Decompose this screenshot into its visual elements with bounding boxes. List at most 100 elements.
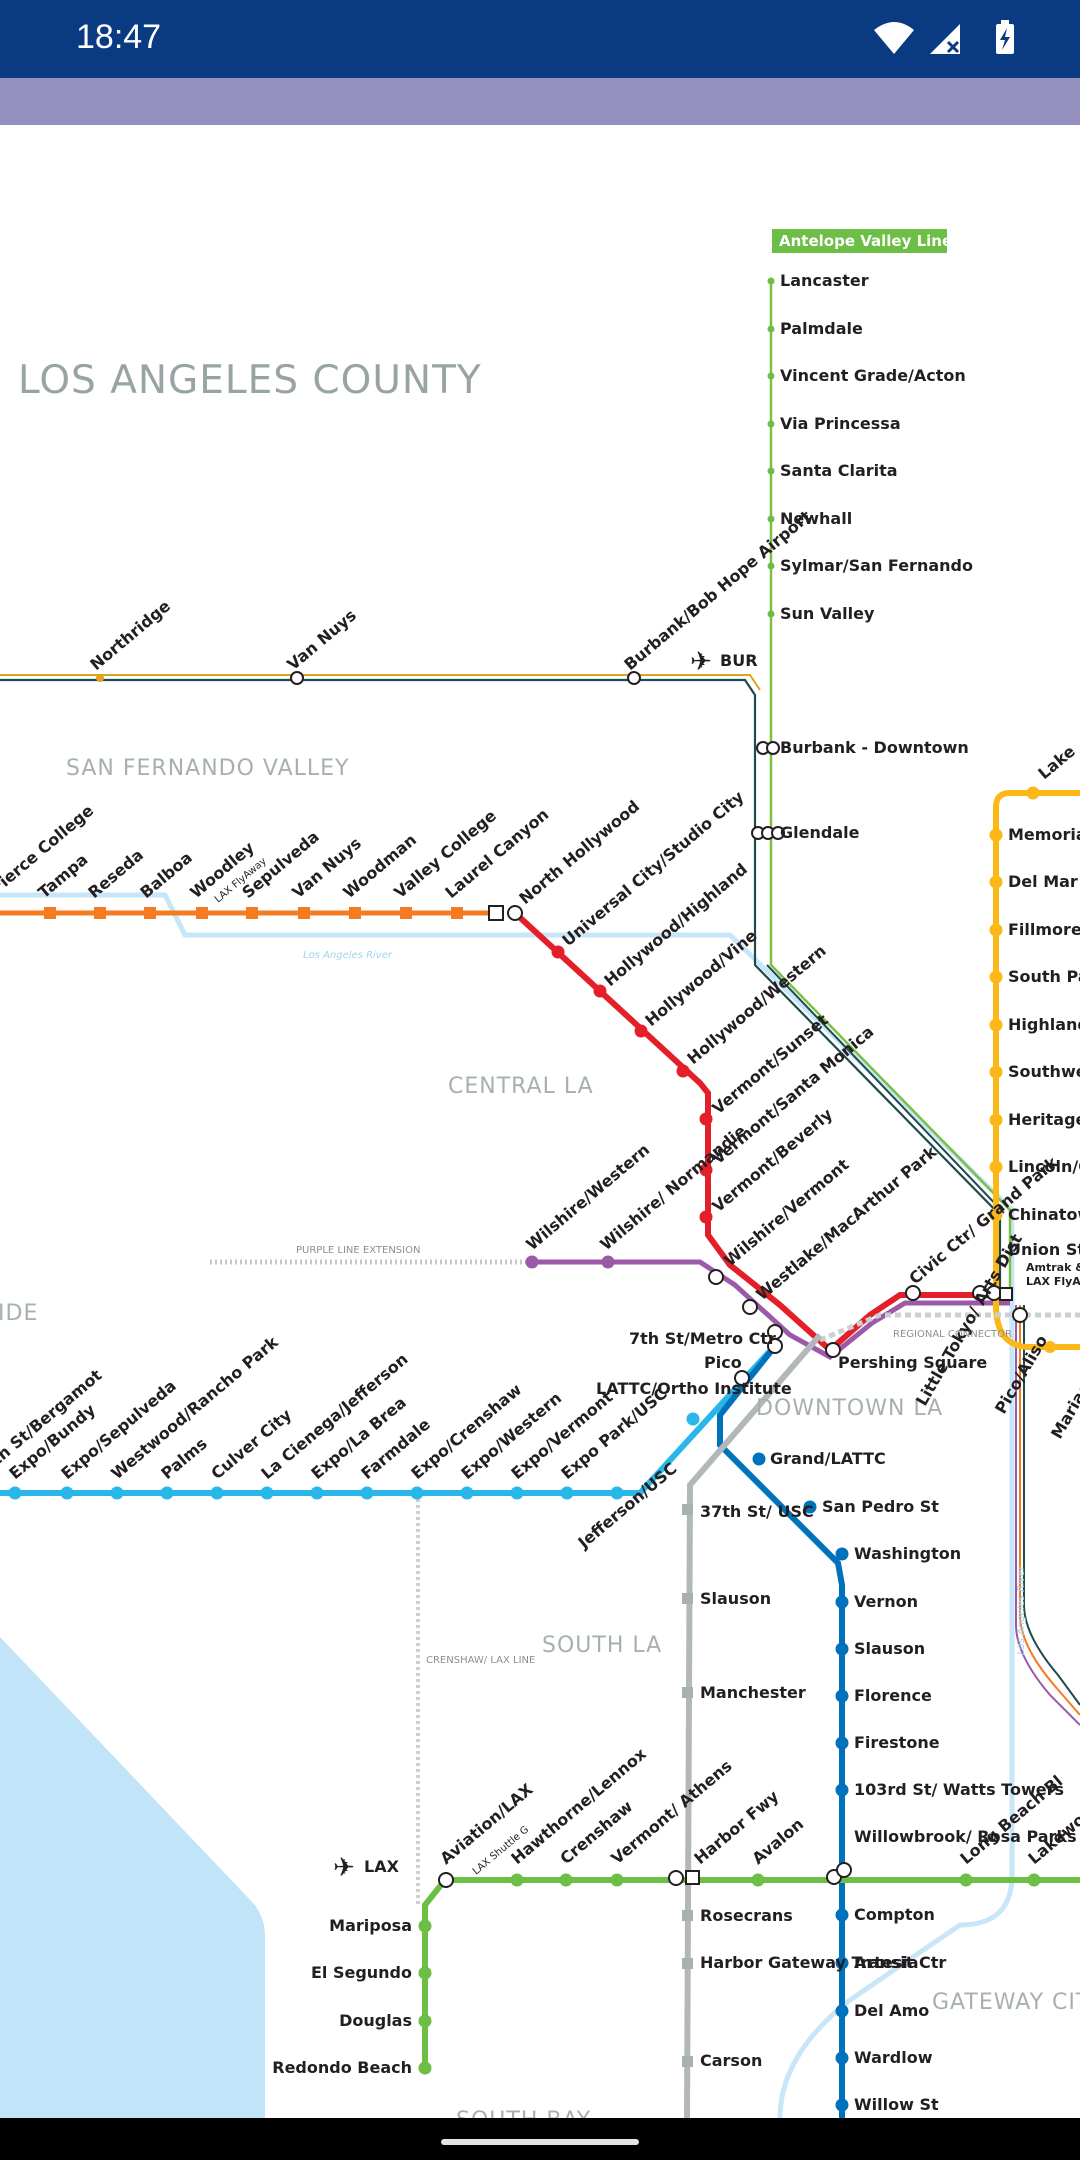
station-south-pasadena[interactable]: South Pasadena (1008, 967, 1080, 986)
metrolink-line-4 (1019, 1305, 1080, 1716)
station-northridge[interactable]: Northridge (86, 596, 174, 674)
station-grand-lattc[interactable]: Grand/LATTC (770, 1449, 886, 1468)
station-rosecrans[interactable]: Rosecrans (700, 1906, 793, 1925)
station-van-nuys-metrolink[interactable]: Van Nuys (283, 606, 360, 675)
station-glendale[interactable]: Glendale (780, 823, 860, 842)
region-downtown: DOWNTOWN LA (756, 1396, 943, 1421)
region-westside: WESTSIDE (0, 1301, 38, 1326)
station-lincoln[interactable]: Lincoln/Cypress (1008, 1157, 1080, 1176)
station-wilshire-vermont[interactable]: Wilshire/Vermont (720, 1155, 852, 1270)
station-compton[interactable]: Compton (854, 1905, 935, 1924)
station-artesia[interactable]: Artesia (854, 1953, 919, 1972)
county-title: LOS ANGELES COUNTY (18, 358, 482, 403)
station-firestone[interactable]: Firestone (854, 1733, 940, 1752)
station-lattc[interactable]: LATTC/Ortho Institute (596, 1379, 792, 1398)
station-florence[interactable]: Florence (854, 1686, 932, 1705)
metrolink-ventura-line-gold (0, 674, 761, 691)
station-redondo[interactable]: Redondo Beach (272, 2058, 412, 2077)
station-el-segundo[interactable]: El Segundo (311, 1963, 412, 1982)
note-purple-extension: PURPLE LINE EXTENSION (296, 1245, 420, 1256)
station-via-princessa[interactable]: Via Princessa (780, 414, 901, 433)
station-heritage-square[interactable]: Heritage Square (1008, 1110, 1080, 1129)
station-highland-park[interactable]: Highland Park (1008, 1015, 1080, 1034)
station-palmdale[interactable]: Palmdale (780, 319, 863, 338)
metrolink-line-5 (1023, 1305, 1080, 1706)
station-newhall[interactable]: Newhall (780, 509, 852, 528)
station-manchester[interactable]: Manchester (700, 1683, 806, 1702)
station-douglas[interactable]: Douglas (339, 2011, 412, 2030)
station-vernon[interactable]: Vernon (854, 1592, 918, 1611)
note-regional-connector: REGIONAL CONNECTOR (893, 1329, 1012, 1340)
region-sfv: SAN FERNANDO VALLEY (66, 756, 349, 781)
station-del-mar[interactable]: Del Mar (1008, 872, 1078, 891)
status-icons (872, 18, 1022, 62)
station-103rd[interactable]: 103rd St/ Watts Towers (854, 1780, 1064, 1799)
status-time: 18:47 (76, 18, 162, 56)
metro-map[interactable]: LOS ANGELES COUNTY SAN FERNANDO VALLEY C… (0, 125, 1080, 2118)
station-wardlow[interactable]: Wardlow (854, 2048, 933, 2067)
blue-line (717, 1338, 845, 2118)
airport-lax: LAX (364, 1857, 400, 1876)
plane-icon-bur: ✈ (690, 647, 712, 677)
station-mariposa[interactable]: Mariposa (329, 1916, 412, 1935)
station-lancaster[interactable]: Lancaster (780, 271, 869, 290)
station-mariachi[interactable]: Mariachi Pl (1047, 1346, 1080, 1442)
metrolink-line-3 (1015, 1305, 1080, 1726)
station-pico[interactable]: Pico (704, 1353, 742, 1372)
regional-connector (819, 1312, 1080, 1343)
station-wilshire-western[interactable]: Wilshire/Western (522, 1140, 653, 1254)
note-la-river-2: Los Angeles River (1016, 1565, 1027, 1655)
station-del-amo[interactable]: Del Amo (854, 2001, 929, 2020)
la-river (0, 892, 1015, 2118)
plane-icon-lax: ✈ (333, 1853, 355, 1883)
station-washington[interactable]: Washington (854, 1544, 961, 1563)
station-southwest-museum[interactable]: Southwest Museum (1008, 1062, 1080, 1081)
region-south: SOUTH LA (542, 1633, 662, 1658)
home-gesture-handle[interactable] (441, 2139, 639, 2145)
station-37th[interactable]: 37th St/ USC (700, 1502, 814, 1521)
station-sylmar[interactable]: Sylmar/San Fernando (780, 556, 973, 575)
station-union-station[interactable]: Union Station (1008, 1240, 1080, 1259)
note-crenshaw-lax: CRENSHAW/ LAX LINE (426, 1655, 535, 1666)
region-southbay: SOUTH BAY (456, 2108, 591, 2118)
status-bar: 18:47 (0, 0, 1080, 78)
gold-line (993, 790, 1080, 1350)
metrolink-antelope-line (769, 280, 1012, 1295)
station-sun-valley[interactable]: Sun Valley (780, 604, 875, 623)
note-la-river: Los Angeles River (303, 950, 393, 961)
antelope-line-badge-bg (772, 229, 947, 253)
region-gateway: GATEWAY CITIES (932, 1990, 1080, 2015)
app-toolbar (0, 78, 1080, 125)
station-slauson-blue[interactable]: Slauson (854, 1639, 925, 1658)
station-hollywood-highland[interactable]: Hollywood/Highland (600, 859, 751, 990)
station-santa-clarita[interactable]: Santa Clarita (780, 461, 898, 480)
airport-bur: BUR (720, 651, 758, 670)
station-universal-city[interactable]: Universal City/Studio City (558, 787, 748, 950)
station-7th-metro[interactable]: 7th St/Metro Ctr (629, 1329, 776, 1348)
station-slauson-silver[interactable]: Slauson (700, 1589, 771, 1608)
station-jefferson-usc[interactable]: Jefferson/USC (574, 1459, 681, 1553)
battery-charging-icon (996, 20, 1014, 54)
station-pershing[interactable]: Pershing Square (838, 1353, 987, 1372)
station-willowbrook[interactable]: Willowbrook/ Rosa Parks (854, 1827, 1077, 1846)
region-central: CENTRAL LA (448, 1074, 594, 1099)
station-harbor-gateway[interactable]: Harbor Gateway Transit Ctr (700, 1953, 946, 1972)
station-carson[interactable]: Carson (700, 2051, 762, 2070)
station-burbank-bob-hope[interactable]: Burbank/Bob Hope Airport (620, 506, 815, 674)
flyaway-badge-2: LAX FlyAw (1026, 1275, 1080, 1288)
station-fillmore[interactable]: Fillmore (1008, 920, 1080, 939)
station-lake[interactable]: Lake (1034, 741, 1079, 783)
signal-icon (930, 24, 960, 54)
silver-line (684, 1333, 823, 2118)
station-burbank-downtown[interactable]: Burbank - Downtown (780, 738, 969, 757)
station-memorial-park[interactable]: Memorial Park (1008, 825, 1080, 844)
station-markers (8, 277, 1056, 2112)
wifi-icon (874, 22, 914, 54)
station-willow[interactable]: Willow St (854, 2095, 939, 2114)
station-chinatown[interactable]: Chinatown (1008, 1205, 1080, 1224)
station-avalon[interactable]: Avalon (748, 1814, 807, 1868)
antelope-line-badge: Antelope Valley Line (779, 232, 952, 250)
metrolink-line-2 (766, 964, 1005, 1214)
station-vincent[interactable]: Vincent Grade/Acton (780, 366, 966, 385)
station-san-pedro[interactable]: San Pedro St (822, 1497, 939, 1516)
